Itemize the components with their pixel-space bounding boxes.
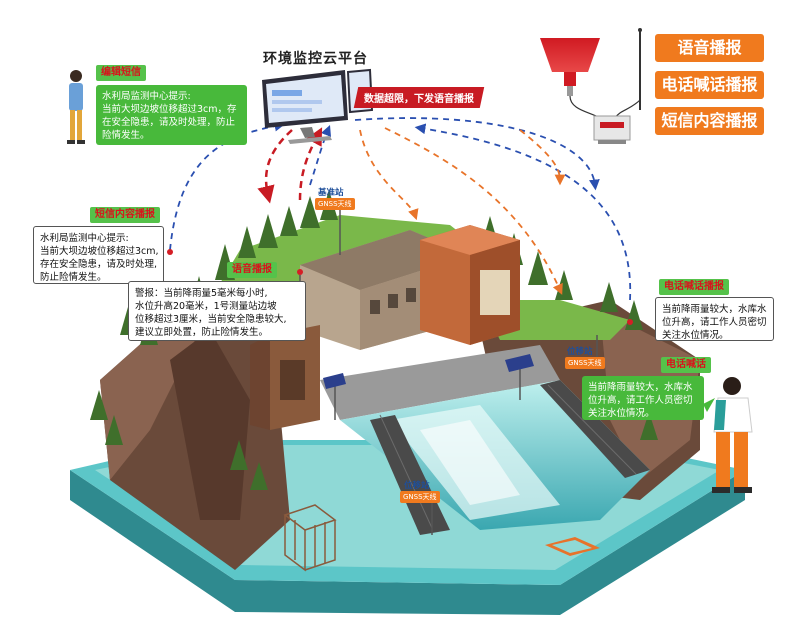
station-monitor-right-antenna: GNSS天线 — [565, 357, 605, 369]
tag-phone-talk: 电话喊话 — [661, 357, 711, 373]
metal-cage — [283, 504, 337, 572]
tower-building — [420, 225, 520, 345]
bubble-voice-alarm: 警报：当前降雨量5毫米每小时, 水位升高20毫米，1号测量站边坡 位移超过3厘米… — [128, 281, 306, 341]
station-monitor-bottom-antenna: GNSS天线 — [400, 491, 440, 503]
tag-voice-broadcast: 语音播报 — [227, 262, 277, 278]
station-base-label: 基准站 — [318, 188, 344, 198]
alert-banner: 数据超限，下发语音播报 — [353, 87, 485, 108]
bubble-sms-content: 水利局监测中心提示: 当前大坝边坡位移超过3cm, 存在安全隐患，请及时处理, … — [33, 226, 164, 284]
mode-sms-broadcast: 短信内容播报 — [655, 107, 764, 135]
gate-house — [250, 325, 320, 430]
station-base-antenna: GNSS天线 — [315, 198, 355, 210]
signal-links-orange — [359, 127, 566, 295]
worker-on-phone-right — [712, 377, 753, 493]
dam-spillway — [320, 345, 650, 535]
siren-markers — [167, 249, 633, 325]
alarm-speaker-device — [540, 28, 642, 144]
tag-phone-broadcast: 电话喊话播报 — [659, 279, 729, 295]
tag-sms-content: 短信内容播报 — [90, 207, 160, 223]
bubble-phone-broadcast: 当前降雨量较大，水库水 位升高，请工作人员密切 关注水位情况。 — [655, 297, 774, 341]
orange-platform — [545, 537, 600, 556]
tag-edit-sms: 编辑短信 — [96, 65, 146, 81]
bubble-phone-talk: 当前降雨量较大，水库水 位升高，请工作人员密切 关注水位情况。 — [582, 376, 704, 420]
bubble-edit-sms: 水利局监测中心提示: 当前大坝边坡位移超过3cm，存 在安全隐患，请及时处理，防… — [96, 85, 247, 145]
station-monitor-bottom-label: 位移站 — [404, 481, 430, 491]
mode-phone-broadcast: 电话喊话播报 — [655, 71, 764, 99]
solar-panels — [323, 354, 534, 389]
station-monitor-right-label: 位移站 — [567, 347, 593, 357]
signal-links-blue — [169, 117, 632, 301]
mode-voice-broadcast: 语音播报 — [655, 34, 764, 62]
platform-title: 环境监控云平台 — [263, 51, 368, 67]
person-with-phone-left — [67, 70, 85, 144]
